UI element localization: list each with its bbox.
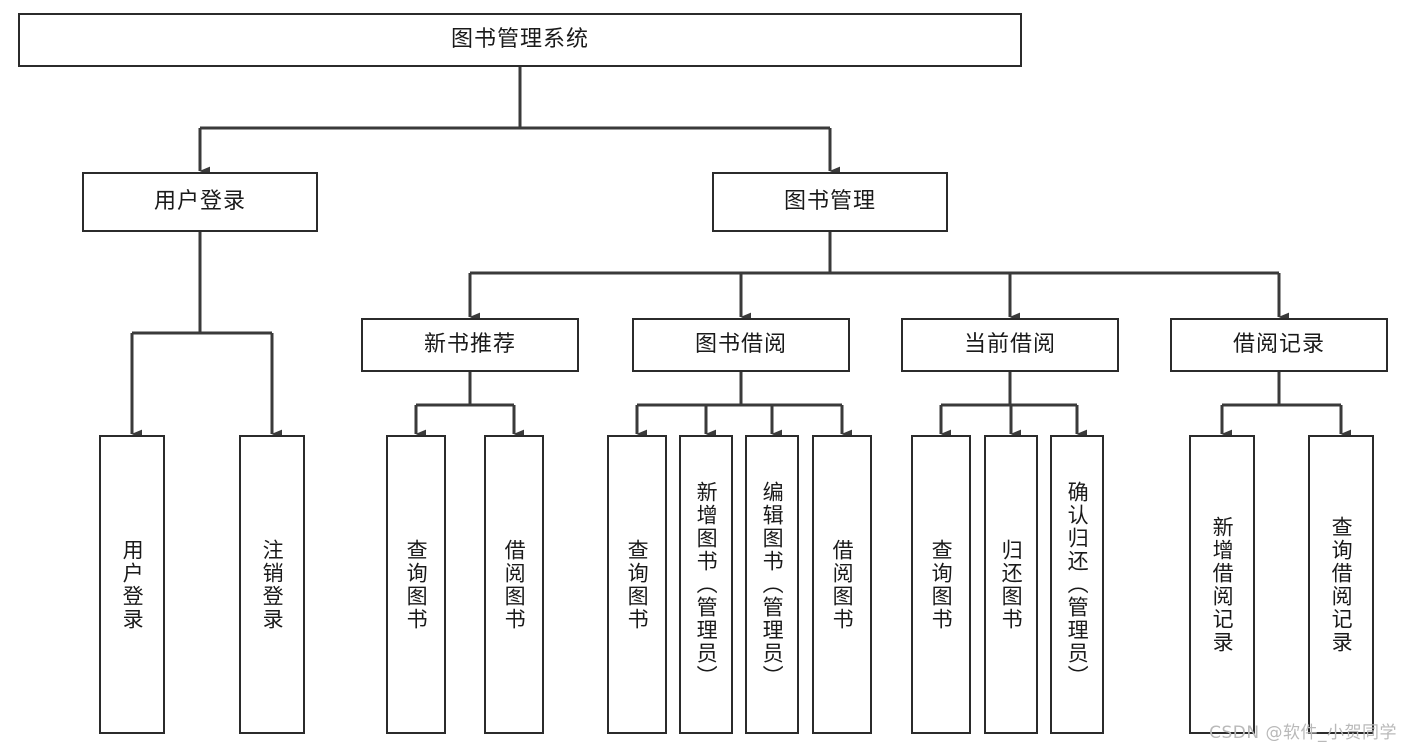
node-label: 新增图书（管理员） bbox=[694, 481, 719, 688]
node-label: 新增借阅记录 bbox=[1210, 515, 1235, 654]
node-label: 注销登录 bbox=[260, 538, 285, 631]
node-label: 归还图书 bbox=[999, 538, 1024, 631]
node-label: 借阅图书 bbox=[502, 538, 527, 631]
node-label: 当前借阅 bbox=[963, 331, 1056, 357]
node-leaf-query-record: 查询借阅记录 bbox=[1308, 435, 1374, 734]
node-leaf-add-record: 新增借阅记录 bbox=[1189, 435, 1255, 734]
node-label: 借阅记录 bbox=[1232, 331, 1325, 357]
node-leaf-confirm-return: 确认归还（管理员） bbox=[1050, 435, 1104, 734]
node-label: 新书推荐 bbox=[423, 331, 516, 357]
node-new-book-recommend: 新书推荐 bbox=[361, 318, 579, 372]
node-label: 图书借阅 bbox=[694, 331, 787, 357]
node-leaf-return-book: 归还图书 bbox=[984, 435, 1038, 734]
connector-group bbox=[130, 67, 1352, 439]
node-leaf-query-book-3: 查询图书 bbox=[911, 435, 971, 734]
node-label: 用户登录 bbox=[153, 188, 246, 214]
node-label: 查询图书 bbox=[404, 538, 429, 631]
node-user-login: 用户登录 bbox=[82, 172, 318, 232]
node-label: 查询图书 bbox=[625, 538, 650, 631]
node-label: 编辑图书（管理员） bbox=[760, 481, 785, 688]
node-label: 用户登录 bbox=[120, 538, 145, 631]
node-label: 图书管理 bbox=[783, 188, 876, 214]
node-leaf-borrow-book-2: 借阅图书 bbox=[812, 435, 872, 734]
node-label: 图书管理系统 bbox=[450, 26, 589, 52]
node-label: 确认归还（管理员） bbox=[1065, 481, 1090, 688]
node-root: 图书管理系统 bbox=[18, 13, 1022, 67]
node-book-manage: 图书管理 bbox=[712, 172, 948, 232]
node-leaf-logout: 注销登录 bbox=[239, 435, 305, 734]
node-borrow-record: 借阅记录 bbox=[1170, 318, 1388, 372]
node-leaf-borrow-book-1: 借阅图书 bbox=[484, 435, 544, 734]
node-book-borrow: 图书借阅 bbox=[632, 318, 850, 372]
node-label: 借阅图书 bbox=[830, 538, 855, 631]
node-current-borrow: 当前借阅 bbox=[901, 318, 1119, 372]
node-leaf-user-login: 用户登录 bbox=[99, 435, 165, 734]
node-leaf-add-book: 新增图书（管理员） bbox=[679, 435, 733, 734]
node-leaf-edit-book: 编辑图书（管理员） bbox=[745, 435, 799, 734]
node-leaf-query-book-2: 查询图书 bbox=[607, 435, 667, 734]
node-label: 查询图书 bbox=[929, 538, 954, 631]
node-leaf-query-book-1: 查询图书 bbox=[386, 435, 446, 734]
node-label: 查询借阅记录 bbox=[1329, 515, 1354, 654]
